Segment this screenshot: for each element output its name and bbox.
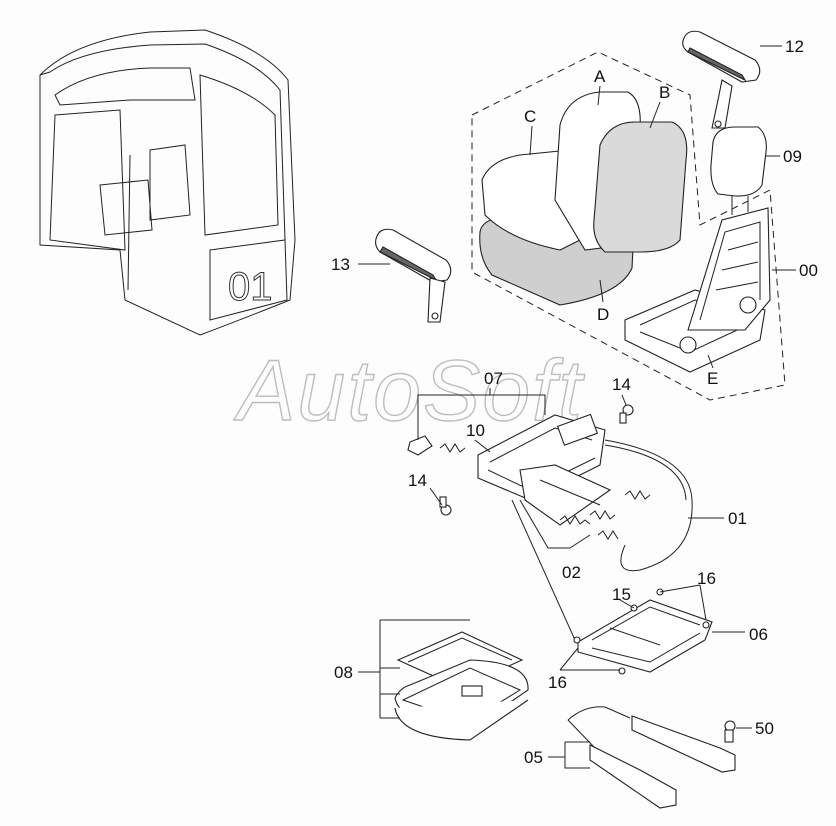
slide-rails (567, 706, 736, 809)
callout-15: 15 (612, 585, 631, 604)
callout-labels: 12 09 00 13 A B C D E 07 14 10 14 01 02 … (331, 37, 818, 767)
armrest-13 (374, 228, 452, 323)
callout-A: A (594, 67, 606, 86)
callout-14-lower: 14 (408, 471, 427, 490)
callout-16-upper: 16 (697, 569, 716, 588)
callout-14-upper: 14 (612, 375, 631, 394)
callout-05: 05 (524, 748, 543, 767)
callout-E: E (707, 369, 718, 388)
callout-02: 02 (562, 563, 581, 582)
callout-06: 06 (749, 625, 768, 644)
callout-01: 01 (728, 509, 747, 528)
callout-10: 10 (466, 421, 485, 440)
callout-07: 07 (484, 369, 503, 388)
callout-08: 08 (334, 663, 353, 682)
callout-16-lower: 16 (548, 673, 567, 692)
cab-number: 01 (228, 265, 273, 309)
callout-D: D (597, 305, 609, 324)
callout-12: 12 (785, 37, 804, 56)
callout-00: 00 (799, 261, 818, 280)
callout-50: 50 (755, 719, 774, 738)
callout-B: B (659, 83, 670, 102)
base-plate (573, 588, 713, 675)
rail-kit (394, 631, 529, 741)
leader-lines (358, 45, 796, 769)
suspension-mechanism (407, 404, 693, 641)
cab-drawing: 01 (39, 29, 296, 336)
callout-13: 13 (331, 255, 350, 274)
callout-C: C (524, 107, 536, 126)
seat-assembly (471, 51, 786, 401)
watermark-text: AutoSoft (233, 343, 585, 439)
callout-09: 09 (783, 147, 802, 166)
armrest-12 (682, 30, 761, 129)
